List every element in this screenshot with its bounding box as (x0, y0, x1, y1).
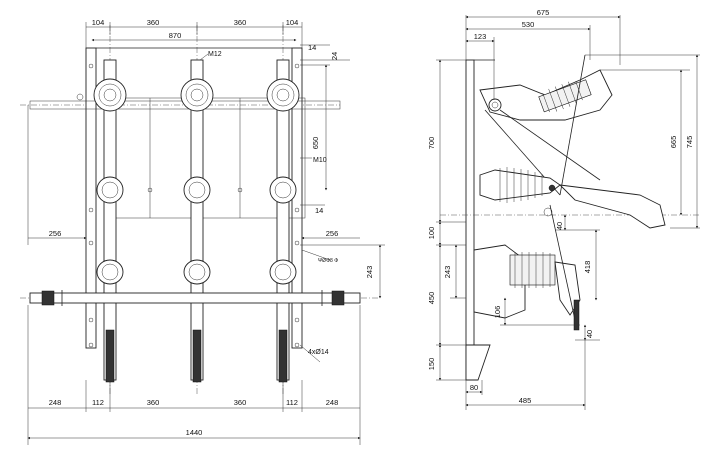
dim-112-right: 112 (286, 398, 298, 407)
dim-123: 123 (474, 32, 487, 41)
side-mounting-plate (465, 59, 475, 381)
dim-80: 80 (470, 383, 478, 392)
side-dims-right: 665 745 (585, 54, 700, 229)
dims-bottom: 248 112 360 360 112 248 1440 (27, 305, 361, 445)
dim-104-right: 104 (286, 18, 299, 27)
dim-1440: 1440 (186, 428, 203, 437)
side-dims-top: 675 530 123 (465, 8, 621, 100)
dim-450: 450 (427, 292, 436, 305)
dim-112-left: 112 (92, 398, 104, 407)
left-shaft-coupling (41, 290, 55, 306)
pole-left (93, 59, 127, 383)
dim-360-bottom-left: 360 (147, 398, 160, 407)
dim-418: 418 (583, 261, 592, 274)
right-shaft-coupling (331, 290, 345, 306)
dim-530: 530 (522, 20, 535, 29)
label-small-note: ΨØΦ8 Φ (318, 258, 338, 264)
label-holes: 4xØ14 (308, 349, 329, 356)
side-dims-middle: 40 418 106 40 (493, 214, 600, 341)
dims-top: 104 360 360 104 870 M12 14 24 (85, 18, 350, 61)
dim-14-top: 14 (308, 43, 316, 52)
dim-243-side: 243 (443, 266, 452, 279)
label-m10: M10 (313, 157, 327, 164)
dim-870: 870 (169, 31, 182, 40)
dims-256: 256 256 ΨØΦ8 Φ 243 4xØ14 (27, 105, 385, 363)
lower-insulator (473, 204, 581, 331)
middle-insulator (479, 167, 666, 229)
label-m12: M12 (208, 51, 222, 58)
dim-665: 665 (669, 136, 678, 149)
dim-700: 700 (427, 137, 436, 150)
bottom-operating-shaft (29, 292, 361, 304)
dim-360-right: 360 (234, 18, 247, 27)
dim-650: 650 (311, 137, 320, 150)
front-view: 104 360 360 104 870 M12 14 24 650 M10 14 (20, 18, 385, 445)
dims-right: 650 M10 14 (300, 64, 330, 215)
dim-243: 243 (365, 266, 374, 279)
pole-center (180, 59, 214, 383)
dim-248-right: 248 (326, 398, 339, 407)
dim-24: 24 (330, 52, 339, 60)
side-base (465, 344, 491, 381)
dim-256-left: 256 (49, 229, 62, 238)
left-frame-post (85, 47, 97, 349)
dim-14-mid: 14 (315, 206, 323, 215)
side-dims-left: 700 100 243 450 150 (427, 59, 466, 381)
dim-40-lower: 40 (585, 330, 594, 338)
side-view: 675 530 123 665 745 700 100 (427, 8, 700, 410)
upper-insulator (479, 54, 613, 196)
dim-360-left: 360 (147, 18, 160, 27)
dim-150: 150 (427, 358, 436, 371)
dim-675: 675 (537, 8, 550, 17)
dim-248-left: 248 (49, 398, 62, 407)
dim-485: 485 (519, 396, 532, 405)
dim-100: 100 (427, 227, 436, 240)
dim-360-bottom-right: 360 (234, 398, 247, 407)
side-dims-bottom: 80 485 (465, 340, 586, 410)
dim-40-upper: 40 (555, 222, 564, 230)
dim-256-right: 256 (326, 229, 339, 238)
dim-104-left: 104 (92, 18, 105, 27)
dim-745: 745 (685, 136, 694, 149)
dim-106: 106 (493, 306, 502, 319)
